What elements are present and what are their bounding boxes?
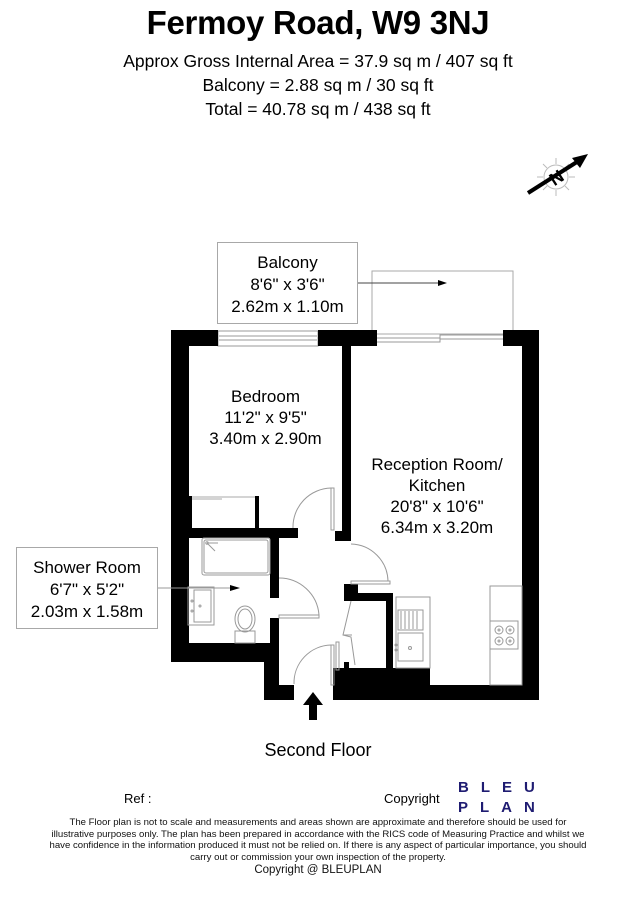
disclaimer-line: illustrative purposes only. The plan has… (51, 828, 585, 840)
balcony-outline (358, 270, 514, 335)
reception-label: Reception Room/ Kitchen 20'8" x 10'6" 6.… (355, 454, 519, 538)
cupboard-door (335, 600, 356, 671)
shower-room-name: Shower Room (33, 558, 141, 577)
disclaimer: The Floor plan is not to scale and measu… (0, 817, 636, 863)
shower-room-door (278, 577, 320, 619)
reception-imperial: 20'8" x 10'6" (390, 497, 484, 516)
disclaimer-line: carry out or commission your own inspect… (190, 851, 446, 863)
total-area: Total = 40.78 sq m / 438 sq ft (205, 99, 431, 119)
balcony-imperial: 8'6" x 3'6" (250, 275, 325, 294)
balcony-label: Balcony 8'6" x 3'6" 2.62m x 1.10m (217, 242, 358, 324)
disclaimer-line: have confidence in the information produ… (49, 840, 587, 852)
toilet (234, 605, 256, 644)
basin (187, 586, 215, 626)
logo-line2: PLAN (458, 799, 547, 816)
reception-door (350, 543, 391, 585)
wardrobe (189, 496, 259, 528)
floor-label: Second Floor (264, 740, 372, 760)
shower-room-label: Shower Room 6'7" x 5'2" 2.03m x 1.58m (16, 547, 158, 629)
bedroom-window (217, 330, 319, 347)
entrance-arrow-icon (303, 692, 323, 720)
shower-room-metric: 2.03m x 1.58m (30, 602, 144, 621)
bedroom-name: Bedroom (231, 387, 300, 406)
bedroom-imperial: 11'2" x 9'5" (224, 408, 307, 427)
reception-name-line1: Reception Room/ (371, 455, 503, 474)
reception-metric: 6.34m x 3.20m (380, 518, 494, 537)
ref-label: Ref : (124, 791, 152, 806)
property-title: Fermoy Road, W9 3NJ (146, 4, 490, 41)
gross-internal-area: Approx Gross Internal Area = 37.9 sq m /… (123, 51, 513, 71)
balcony-name: Balcony (257, 253, 318, 272)
disclaimer-line: The Floor plan is not to scale and measu… (69, 817, 567, 828)
bedroom-metric: 3.40m x 2.90m (209, 429, 322, 448)
bedroom-door (292, 487, 335, 531)
reception-name-line2: Kitchen (408, 476, 466, 495)
copyright-label: Copyright (384, 791, 440, 806)
bedroom-label: Bedroom 11'2" x 9'5" 3.40m x 2.90m (189, 386, 342, 449)
bleuplan-logo: BLEU PLAN (458, 778, 547, 818)
logo-line1: BLEU (458, 779, 547, 796)
shower-room-imperial: 6'7" x 5'2" (49, 580, 125, 599)
north-arrow-icon: N (526, 154, 588, 196)
kitchen-hob (489, 585, 523, 686)
walls (171, 330, 539, 700)
pointer-arrow-icon (230, 585, 240, 591)
balcony-area: Balcony = 2.88 sq m / 30 sq ft (202, 75, 434, 95)
balcony-metric: 2.62m x 1.10m (231, 297, 344, 316)
shower-tray (201, 537, 271, 576)
entrance-door (293, 644, 335, 686)
balcony-sliding-door (377, 334, 503, 343)
kitchen-sink (394, 596, 431, 669)
copyright-line: Copyright @ BLEUPLAN (254, 864, 382, 876)
